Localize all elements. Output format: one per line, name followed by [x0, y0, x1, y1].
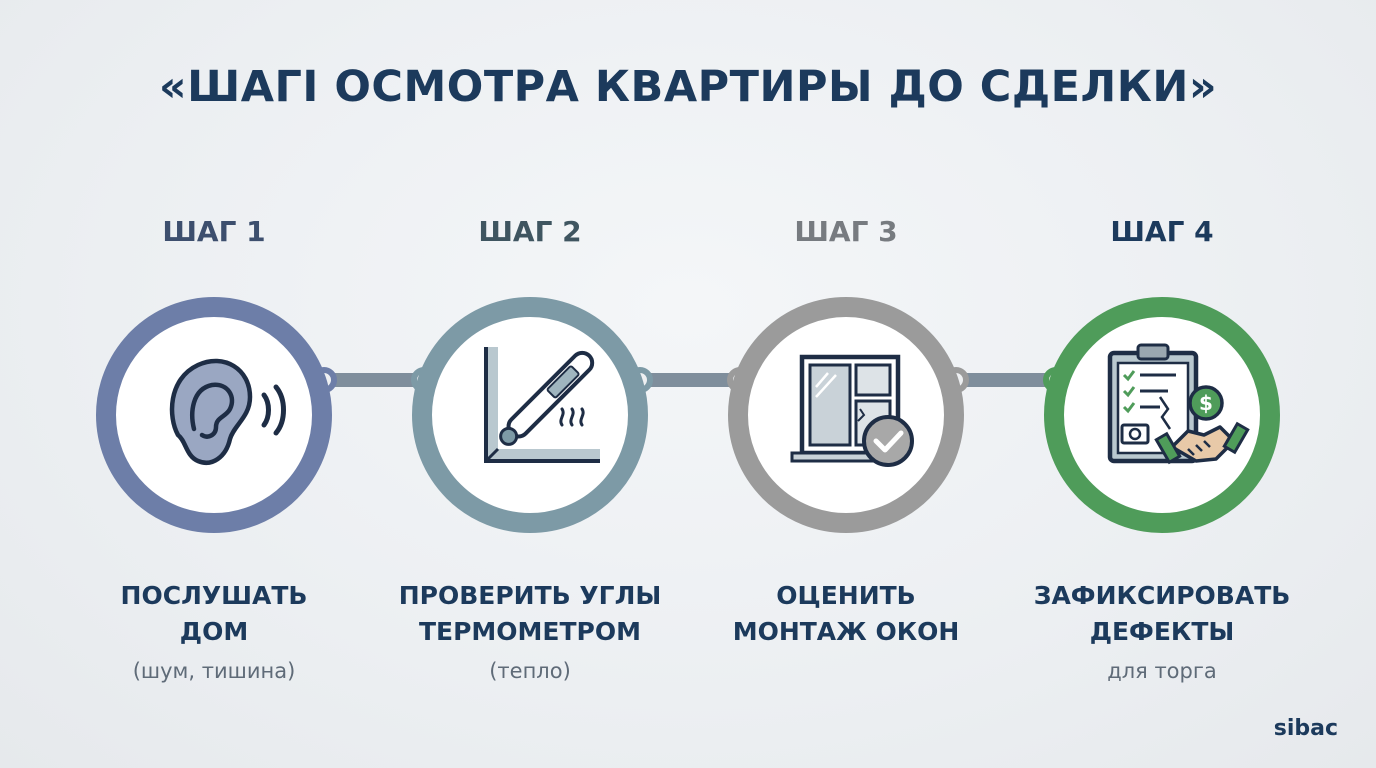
brand-logo: sibac: [1273, 716, 1338, 741]
page-title: «ШАГІ ОСМОТРА КВАРТИРЫ ДО СДЕЛКИ»: [158, 62, 1218, 112]
step-1: ШАГ 1 ПОСЛУШАТЬ ДОМ (шум, тишина): [54, 212, 374, 688]
step-3: ШАГ 3 ОЦЕНИТЬ МОНТАЖ ОКОН: [686, 212, 1006, 654]
connector-3-4: [950, 373, 1060, 387]
step-title-line: ЗАФИКСИРОВАТЬ: [1033, 581, 1291, 610]
step-label: ШАГ 4: [1110, 215, 1214, 248]
step-title-line: ПОСЛУШАТЬ: [120, 581, 308, 610]
step-subtitle: (тепло): [489, 659, 571, 683]
svg-text:$: $: [1199, 391, 1213, 415]
step-label: ШАГ 3: [794, 215, 898, 248]
step-title: ЗАФИКСИРОВАТЬ ДЕФЕКТЫ: [1002, 578, 1322, 650]
step-label: ШАГ 2: [478, 215, 582, 248]
step-title: ПОСЛУШАТЬ ДОМ: [54, 578, 374, 650]
step-4: ШАГ 4 $ ЗАФИКСИРОВАТЬ ДЕФЕКТЫ для торга: [1002, 212, 1322, 688]
step-title: ПРОВЕРИТЬ УГЛЫ ТЕРМОМЕТРОМ: [370, 578, 690, 650]
step-title-line: ОЦЕНИТЬ: [776, 581, 916, 610]
step-ring: [728, 297, 964, 533]
step-title: ОЦЕНИТЬ МОНТАЖ ОКОН: [686, 578, 1006, 650]
step-label: ШАГ 1: [162, 215, 266, 248]
ear-sound-icon: [169, 358, 286, 465]
clipboard-handshake-icon: $: [1107, 343, 1250, 465]
step-title-line: ПРОВЕРИТЬ УГЛЫ: [398, 581, 662, 610]
step-subtitle: (шум, тишина): [132, 659, 296, 683]
step-title-line: ТЕРМОМЕТРОМ: [418, 617, 642, 646]
connector-1-2: [318, 373, 428, 387]
connector-2-3: [634, 373, 744, 387]
thermometer-corner-icon: [484, 347, 600, 463]
step-ring: $: [1044, 297, 1280, 533]
step-title-line: ДЕФЕКТЫ: [1089, 617, 1235, 646]
step-subtitle: для торга: [1107, 659, 1217, 683]
step-title-line: МОНТАЖ ОКОН: [732, 617, 960, 646]
step-2: ШАГ 2 ПРОВЕРИТЬ УГЛЫ ТЕРМОМЕТРОМ (тепло): [370, 212, 690, 688]
step-title-line: ДОМ: [179, 617, 249, 646]
step-ring: [412, 297, 648, 533]
step-ring: [96, 297, 332, 533]
window-check-icon: [790, 354, 914, 467]
